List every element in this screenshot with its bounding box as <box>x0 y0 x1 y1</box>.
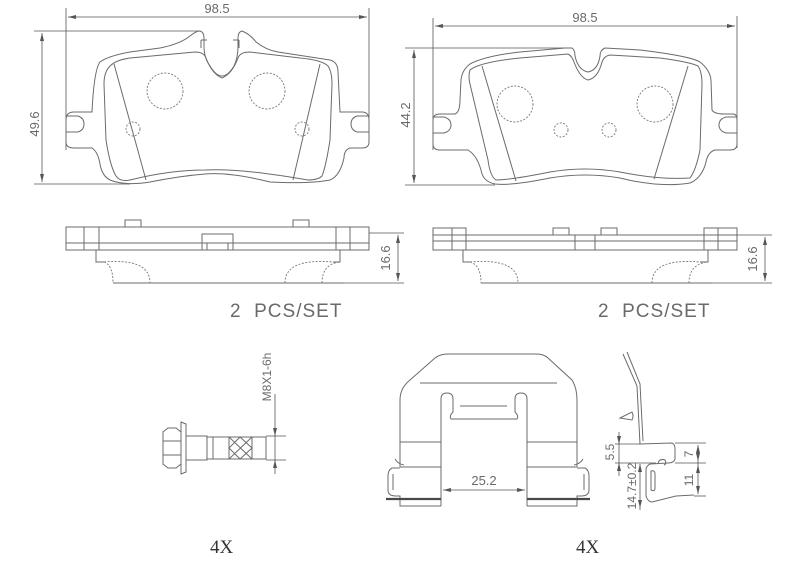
bolt-drawing <box>162 394 286 475</box>
right-pad-thickness-label: 16.6 <box>745 246 760 271</box>
right-pad-height-label: 44.2 <box>398 102 413 127</box>
clip-width-label: 25.2 <box>471 473 496 488</box>
clip-upper-height-label: 7 <box>682 450 696 457</box>
right-pad-side-view <box>432 227 772 284</box>
left-pad-height-label: 49.6 <box>27 111 42 136</box>
right-pad-quantity-label: 2 PCS/SET <box>598 301 710 322</box>
clip-front-view <box>386 353 590 507</box>
bolt-quantity-label: 4X <box>210 537 234 558</box>
bolt-thread-label: M8X1-6h <box>260 353 274 402</box>
clip-tolerance-label: 14.7±0.2 <box>625 462 639 509</box>
left-pad-thickness-label: 16.6 <box>378 245 393 270</box>
left-pad-quantity-label: 2 PCS/SET <box>230 301 342 322</box>
clip-top-offset-label: 5.5 <box>603 443 617 460</box>
left-pad-side-view <box>65 219 404 284</box>
clip-quantity-label: 4X <box>576 537 600 558</box>
right-pad-front-view <box>405 16 738 186</box>
clip-lower-height-label: 11 <box>682 473 696 486</box>
left-pad-front-view <box>34 8 370 185</box>
left-pad-width-label: 98.5 <box>204 1 229 16</box>
right-pad-width-label: 98.5 <box>572 10 597 25</box>
clip-profile-view <box>615 351 706 510</box>
